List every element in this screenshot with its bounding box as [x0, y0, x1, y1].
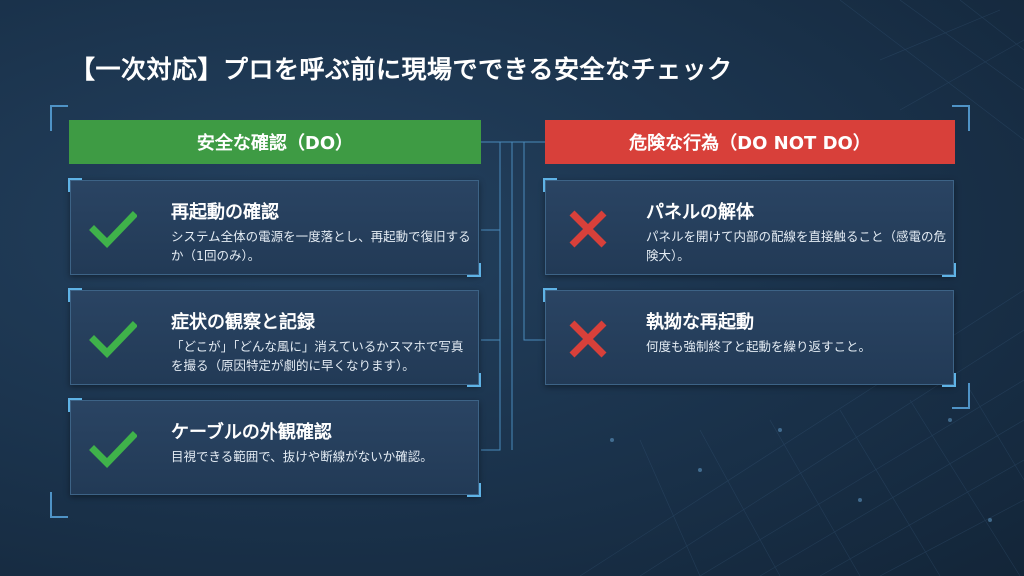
cross-icon: [569, 210, 607, 248]
cross-icon: [569, 320, 607, 358]
do-card-description: システム全体の電源を一度落とし、再起動で復旧するか（1回のみ）。: [171, 229, 471, 263]
right-frame-bracket-bottom: [952, 383, 970, 409]
dont-card-title: 執拗な再起動: [646, 312, 754, 333]
right-frame-bracket-top: [952, 105, 970, 131]
do-card-description: 目視できる範囲で、抜けや断線がないか確認。: [171, 449, 433, 464]
do-card-title: ケーブルの外観確認: [171, 422, 332, 443]
dont-card-repeat-restart: 執拗な再起動 何度も強制終了と起動を繰り返すこと。: [543, 288, 956, 387]
do-card-cable: ケーブルの外観確認 目視できる範囲で、抜けや断線がないか確認。: [68, 398, 481, 497]
do-card-restart: 再起動の確認 システム全体の電源を一度落とし、再起動で復旧するか（1回のみ）。: [68, 178, 481, 277]
dont-card-disassemble: パネルの解体 パネルを開けて内部の配線を直接触ること（感電の危険大）。: [543, 178, 956, 277]
do-card-title: 症状の観察と記録: [171, 312, 315, 333]
do-card-description: 「どこが」「どんな風に」消えているかスマホで写真を撮る（原因特定が劇的に早くなり…: [171, 339, 464, 373]
left-frame-bracket-top: [50, 105, 68, 131]
checkmark-icon: [89, 321, 137, 358]
left-frame-bracket-bottom: [50, 492, 68, 518]
dont-card-description: 何度も強制終了と起動を繰り返すこと。: [646, 339, 872, 354]
checkmark-icon: [89, 431, 137, 468]
dont-section-header: 危険な行為（DO NOT DO）: [545, 120, 955, 164]
dont-card-title: パネルの解体: [646, 202, 754, 223]
do-card-observe: 症状の観察と記録 「どこが」「どんな風に」消えているかスマホで写真を撮る（原因特…: [68, 288, 481, 387]
do-card-title: 再起動の確認: [171, 202, 279, 223]
do-section-header: 安全な確認（DO）: [69, 120, 481, 164]
page-title: 【一次対応】プロを呼ぶ前に現場でできる安全なチェック: [70, 55, 733, 84]
dont-card-description: パネルを開けて内部の配線を直接触ること（感電の危険大）。: [646, 229, 947, 263]
checkmark-icon: [89, 211, 137, 248]
